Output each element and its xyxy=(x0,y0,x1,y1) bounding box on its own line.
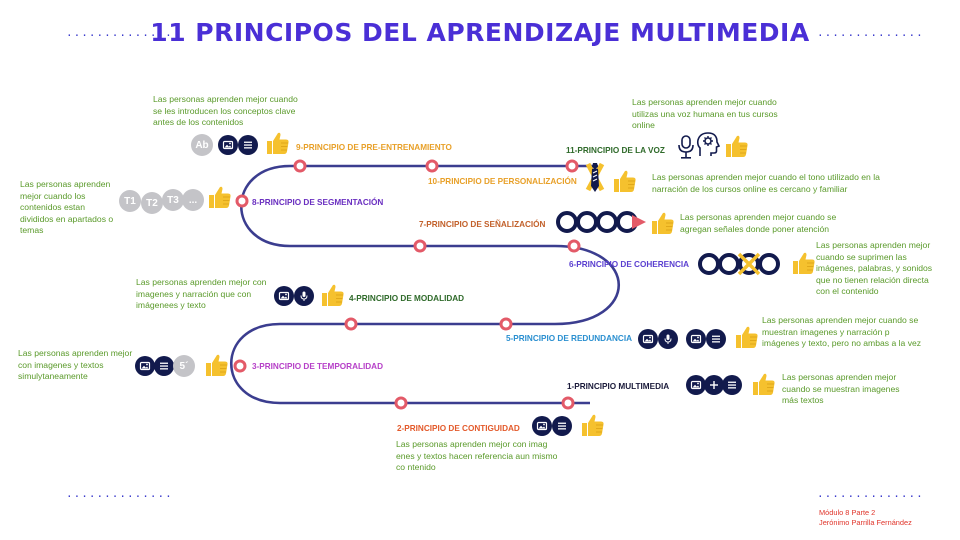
image-icon xyxy=(274,286,294,306)
principle-11-label: 11-PRINCIPIO DE LA VOZ xyxy=(566,146,665,155)
node-7 xyxy=(413,239,427,253)
image-icon xyxy=(135,356,155,376)
text-icon xyxy=(722,375,742,395)
node-11 xyxy=(565,159,579,173)
text-icon xyxy=(238,135,258,155)
principle-2-label: 2-PRINCIPIO DE CONTIGUIDAD xyxy=(397,424,520,433)
thumbs-up-icon xyxy=(320,282,346,308)
tie-icon xyxy=(585,162,605,192)
principle-5-label: 5-PRINCIPIO DE REDUNDANCIA xyxy=(506,334,633,343)
thumbs-up-icon xyxy=(265,130,291,156)
text-icon xyxy=(552,416,572,436)
footer-author: Jerónimo Parrilla Fernández xyxy=(819,518,912,527)
timer-chip: 5´ xyxy=(173,355,195,377)
concept-chip-ab: Ab xyxy=(191,134,213,156)
image-icon xyxy=(532,416,552,436)
topic-chip-t1: T1 xyxy=(119,190,141,212)
text-icon xyxy=(706,329,726,349)
path-nodes xyxy=(233,159,581,410)
image-icon xyxy=(638,329,658,349)
decor-dots-bottom-left: .............. xyxy=(66,487,173,500)
signal-elements-icon xyxy=(556,211,646,233)
node-3 xyxy=(233,359,247,373)
thumbs-up-icon xyxy=(724,133,750,159)
principle-2-desc: Las personas aprenden mejor con imag ene… xyxy=(396,439,558,472)
removed-elements-icon xyxy=(698,252,780,276)
topic-chip-t3: T3 xyxy=(162,189,184,211)
microphone-icon xyxy=(294,286,314,306)
thumbs-up-icon xyxy=(734,324,760,350)
microphone-icon xyxy=(678,135,694,159)
thumbs-up-icon xyxy=(650,210,676,236)
principle-1-label: 1-PRINCIPIO MULTIMEDIA xyxy=(567,382,670,391)
node-1 xyxy=(561,396,575,410)
thumbs-up-icon xyxy=(580,412,606,438)
principle-6-desc: Las personas aprenden mejor cuando se su… xyxy=(816,240,933,296)
node-9 xyxy=(293,159,307,173)
human-head-gear-icon xyxy=(696,132,720,156)
node-8 xyxy=(235,194,249,208)
principle-1-desc: Las personas aprenden mejor cuando se mu… xyxy=(782,372,900,405)
principle-3-label: 3-PRINCIPIO DE TEMPORALIDAD xyxy=(252,362,384,371)
decor-dots-top-left: .............. xyxy=(66,26,173,39)
node-4 xyxy=(344,317,358,331)
thumbs-up-icon xyxy=(207,184,233,210)
principle-4-label: 4-PRINCIPIO DE MODALIDAD xyxy=(349,294,465,303)
plus-icon xyxy=(704,375,724,395)
principle-3-desc: Las personas aprenden mejor con imagenes… xyxy=(18,348,133,381)
decor-dots-top-right: .............. xyxy=(817,26,924,39)
microphone-icon xyxy=(658,329,678,349)
principle-11-desc: Las personas aprenden mejor cuando utili… xyxy=(632,97,778,130)
principle-7-label: 7-PRINCIPIO DE SEÑALIZACIÓN xyxy=(419,220,546,229)
text-icon xyxy=(154,356,174,376)
principle-4-desc: Las personas aprenden mejor con imagenes… xyxy=(136,277,267,310)
principle-6-label: 6-PRINCIPIO DE COHERENCIA xyxy=(569,260,690,269)
principle-8-label: 8-PRINCIPIO DE SEGMENTACIÓN xyxy=(252,198,384,207)
principle-10-label: 10-PRINCIPIO DE PERSONALIZACIÓN xyxy=(428,177,577,186)
decor-dots-bottom-right: .............. xyxy=(817,487,924,500)
node-6 xyxy=(567,239,581,253)
thumbs-up-icon xyxy=(204,352,230,378)
principle-7-desc: Las personas aprenden mejor cuando se ag… xyxy=(680,212,837,234)
image-icon xyxy=(686,329,706,349)
thumbs-up-icon xyxy=(751,371,777,397)
node-5 xyxy=(499,317,513,331)
topic-chip-t2: T2 xyxy=(141,192,163,214)
principle-5-desc: Las personas aprenden mejor cuando se mu… xyxy=(762,315,922,348)
image-icon xyxy=(218,135,238,155)
page-title: 11 PRINCIPOS DEL APRENDIZAJE MULTIMEDIA xyxy=(150,18,810,47)
principle-9-desc: Las personas aprenden mejor cuando se le… xyxy=(153,94,298,127)
node-10 xyxy=(425,159,439,173)
thumbs-up-icon xyxy=(612,168,638,194)
image-icon xyxy=(686,375,706,395)
thumbs-up-icon xyxy=(791,250,817,276)
principle-9-label: 9-PRINCIPIO DE PRE-ENTRENAMIENTO xyxy=(296,143,452,152)
footer-module: Módulo 8 Parte 2 xyxy=(819,508,876,517)
principle-10-desc: Las personas aprenden mejor cuando el to… xyxy=(652,172,880,194)
node-2 xyxy=(394,396,408,410)
principle-8-desc: Las personas aprenden mejor cuando los c… xyxy=(20,179,114,235)
topic-chip-more: ... xyxy=(182,189,204,211)
